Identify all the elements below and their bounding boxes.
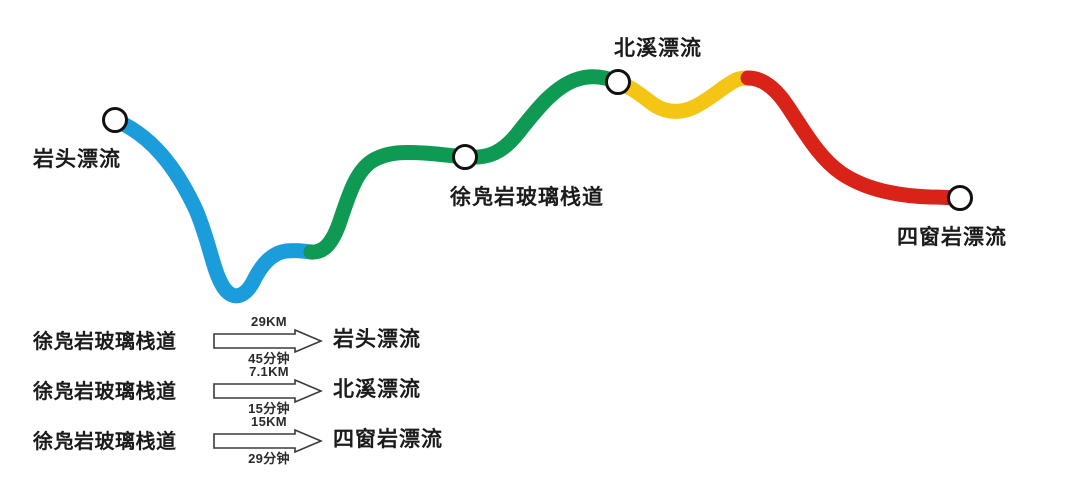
station-marker-beixi-piaoliu[interactable] — [605, 69, 631, 95]
route-segment-red — [740, 70, 968, 206]
station-marker-yantou-piaoliu[interactable] — [102, 107, 128, 133]
station-markers — [102, 69, 973, 211]
station-label-beixi-piaoliu: 北溪漂流 — [614, 37, 702, 60]
arrow-right-icon — [213, 379, 323, 403]
legend-duration-label: 45分钟 — [248, 351, 290, 366]
station-marker-sichuangyan-piaoliu[interactable] — [947, 185, 973, 211]
arrow-right-icon — [213, 429, 323, 453]
legend-distance-label: 15KM — [251, 414, 287, 429]
route-segment-green — [303, 69, 626, 260]
legend-row: 徐凫岩玻璃栈道 15KM 29分钟 四窗岩漂流 — [33, 414, 463, 468]
legend-distance-label: 7.1KM — [249, 364, 289, 379]
legend-origin-label: 徐凫岩玻璃栈道 — [33, 381, 177, 403]
distance-legend: 徐凫岩玻璃栈道 29KM 45分钟 岩头漂流 徐凫岩玻璃栈道 7.1KM 15分… — [33, 314, 463, 468]
legend-destination-label: 北溪漂流 — [333, 378, 421, 401]
legend-duration-label: 29分钟 — [248, 451, 290, 466]
legend-duration-label: 15分钟 — [248, 401, 290, 416]
station-marker-xufuyan-glass-walkway[interactable] — [452, 144, 478, 170]
legend-origin-label: 徐凫岩玻璃栈道 — [33, 331, 177, 353]
legend-destination-label: 岩头漂流 — [333, 328, 421, 351]
arrow-right-icon — [213, 329, 323, 353]
legend-destination-label: 四窗岩漂流 — [333, 428, 443, 451]
route-segment-blue — [107, 112, 319, 304]
legend-row: 徐凫岩玻璃栈道 29KM 45分钟 岩头漂流 — [33, 314, 463, 368]
station-label-sichuangyan-piaoliu: 四窗岩漂流 — [897, 226, 1007, 249]
station-label-yantou-piaoliu: 岩头漂流 — [33, 148, 121, 171]
legend-distance-label: 29KM — [251, 314, 287, 329]
route-segment-yellow — [610, 70, 756, 119]
legend-row: 徐凫岩玻璃栈道 7.1KM 15分钟 北溪漂流 — [33, 364, 463, 418]
route-line-group — [107, 69, 968, 304]
station-label-xufuyan-glass-walkway: 徐凫岩玻璃栈道 — [450, 186, 604, 209]
legend-origin-label: 徐凫岩玻璃栈道 — [33, 431, 177, 453]
